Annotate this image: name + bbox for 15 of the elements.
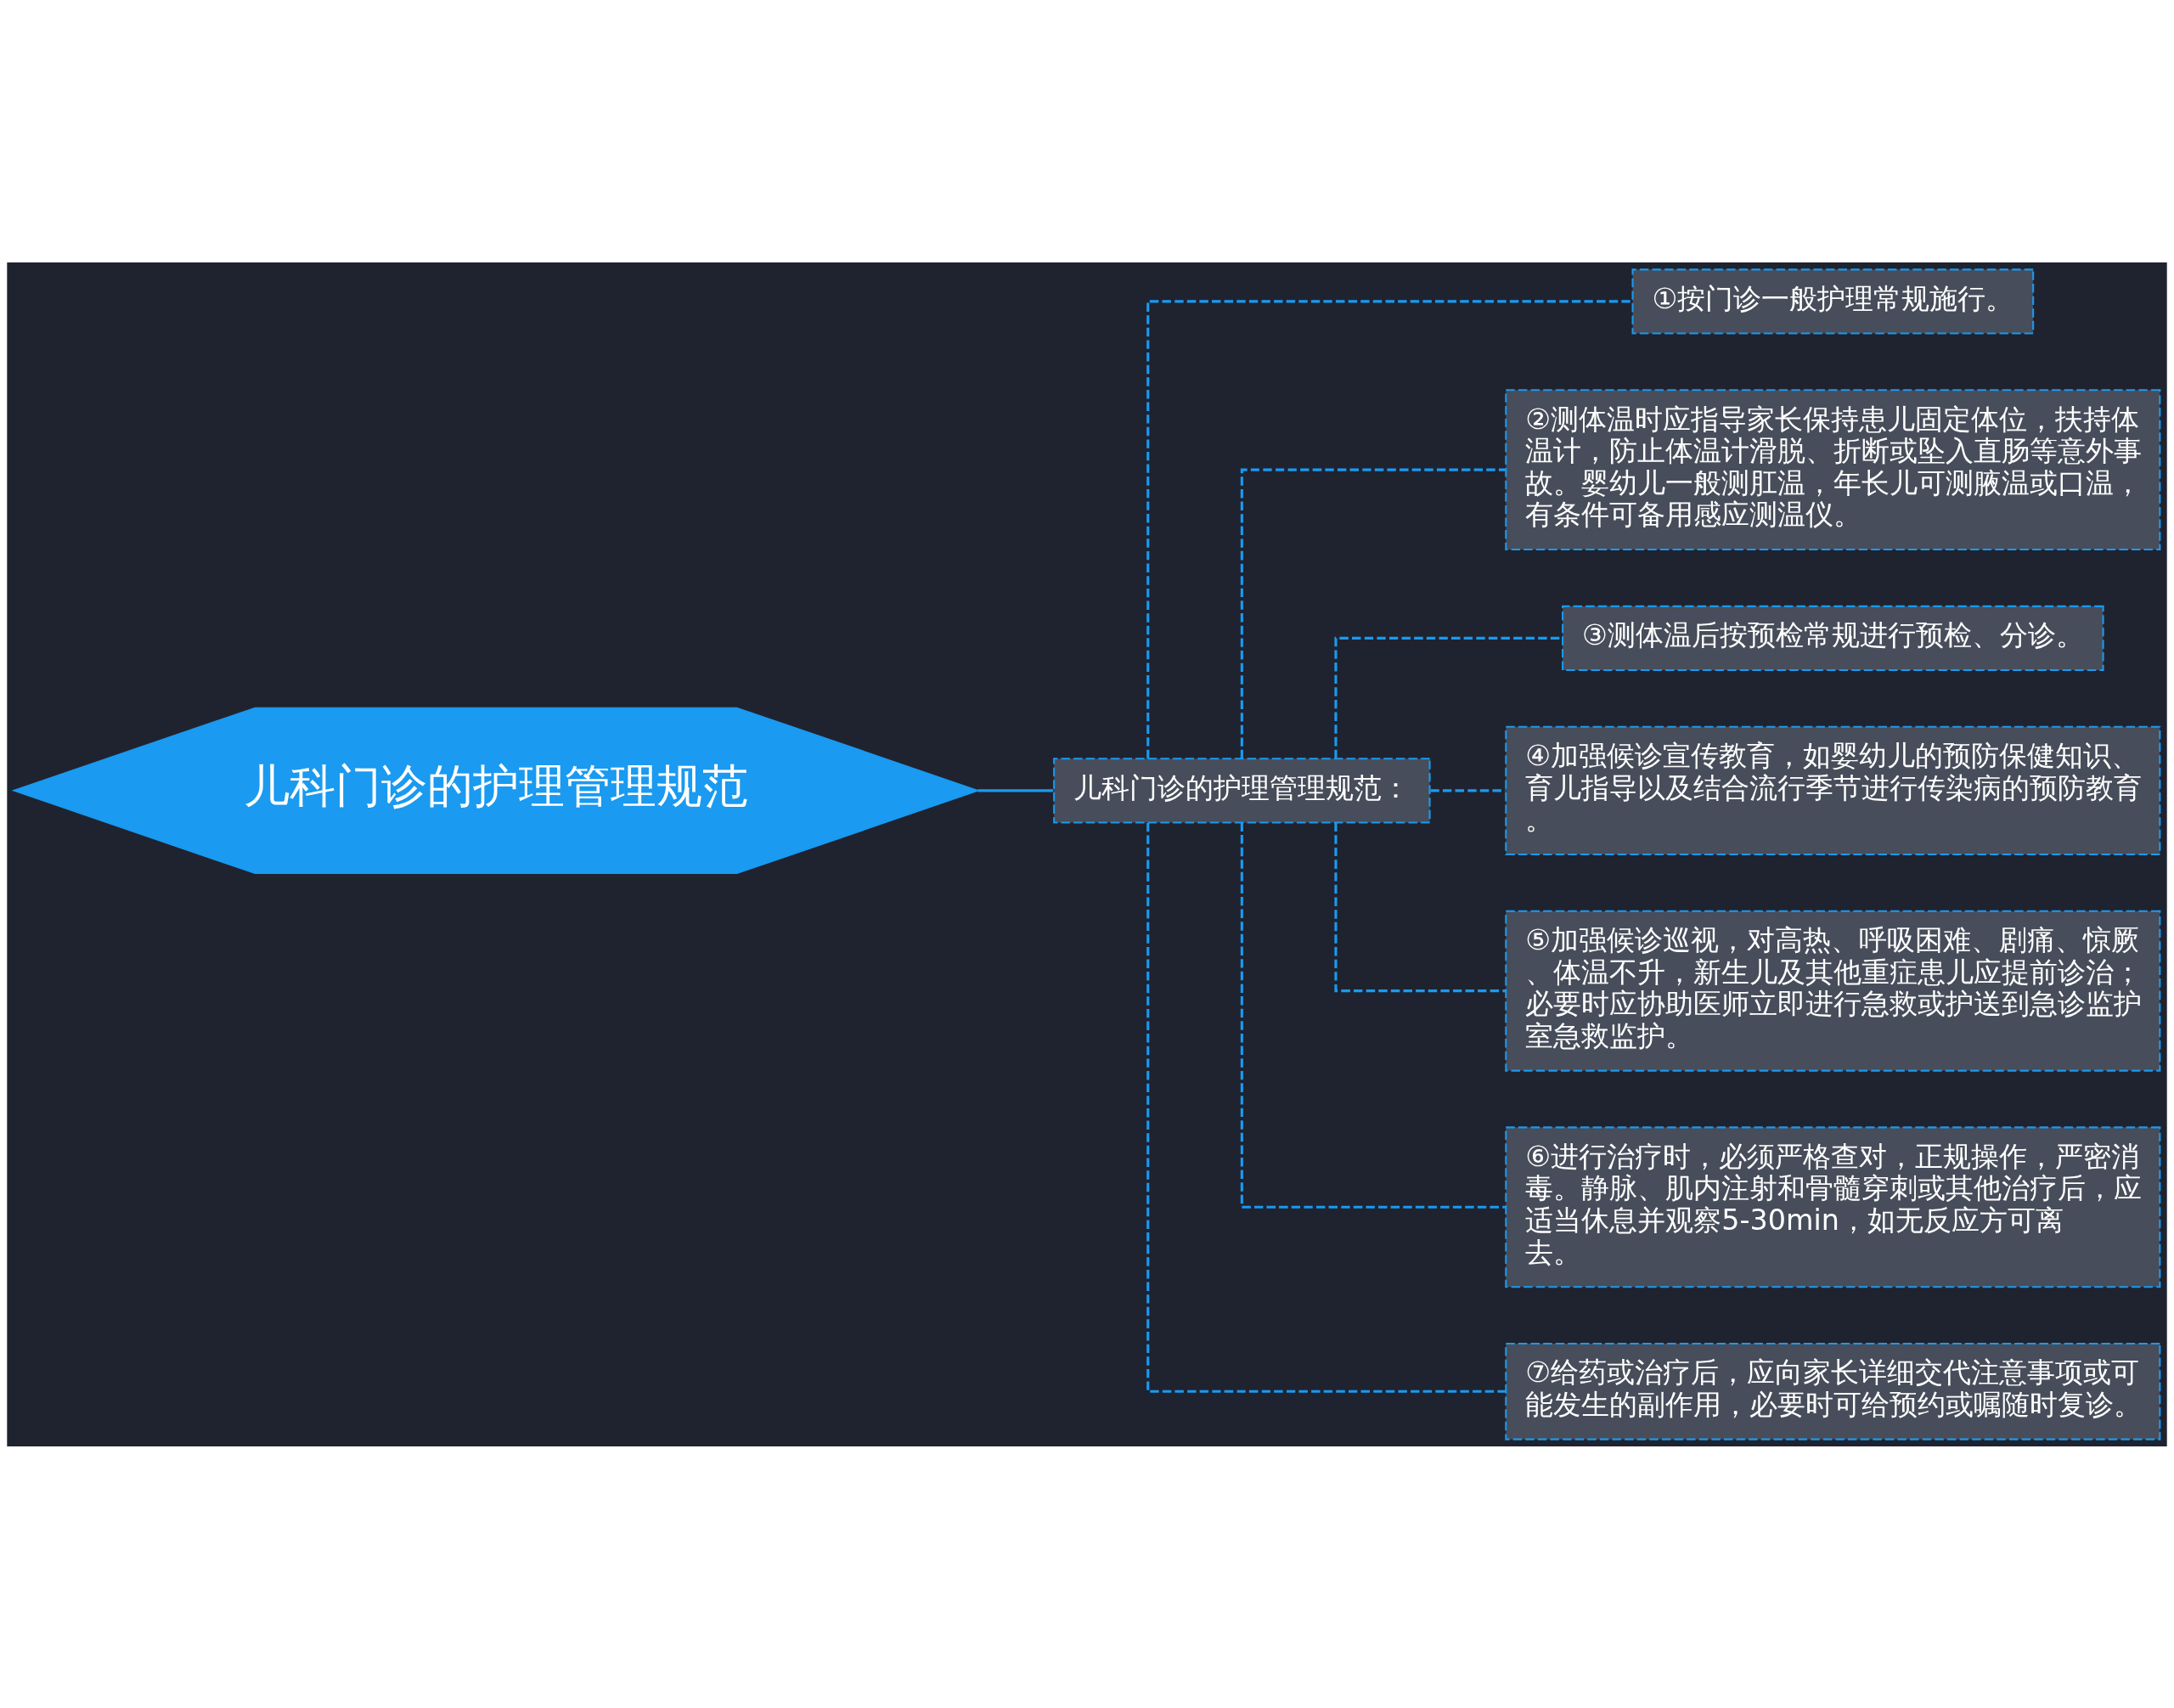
node-box: ①按门诊一般护理常规施行。	[1631, 268, 2035, 334]
node-box: ③测体温后按预检常规进行预检、分诊。	[1562, 605, 2104, 671]
connector	[1334, 822, 1506, 992]
connector	[1240, 822, 1506, 1209]
connector	[1146, 822, 1506, 1393]
connector	[1430, 788, 1506, 792]
node-box: ④加强候诊宣传教育，如婴幼儿的预防保健知识、育儿指导以及结合流行季节进行传染病的预防教育。	[1505, 725, 2161, 855]
connector	[1146, 299, 1633, 758]
node-box: ⑦给药或治疗后，应向家长详细交代注意事项或可能发生的副作用，必要时可给预约或嘱随时复诊。	[1505, 1342, 2161, 1440]
node-box: ⑤加强候诊巡视，对高热、呼吸困难、剧痛、惊厥、体温不升，新生儿及其他重症患儿应提前诊治；必要时应协助医师立即进行急救或护送到急诊监护室急救监护。	[1505, 910, 2161, 1072]
node-box: ②测体温时应指导家长保持患儿固定体位，扶持体温计，防止体温计滑脱、折断或坠入直肠等意外事故。婴幼儿一般测肛温，年长儿可测腋温或口温，有条件可备用感应测温仪。	[1505, 388, 2161, 550]
node-box: 儿科门诊的护理管理规范：	[1053, 757, 1431, 823]
connector	[1240, 468, 1506, 758]
connector	[977, 788, 1054, 792]
node-box: ⑥进行治疗时，必须严格查对，正规操作，严密消毒。静脉、肌内注射和骨髓穿刺或其他治疗后，应适当休息并观察5-30min，如无反应方可离去。	[1505, 1125, 2161, 1288]
